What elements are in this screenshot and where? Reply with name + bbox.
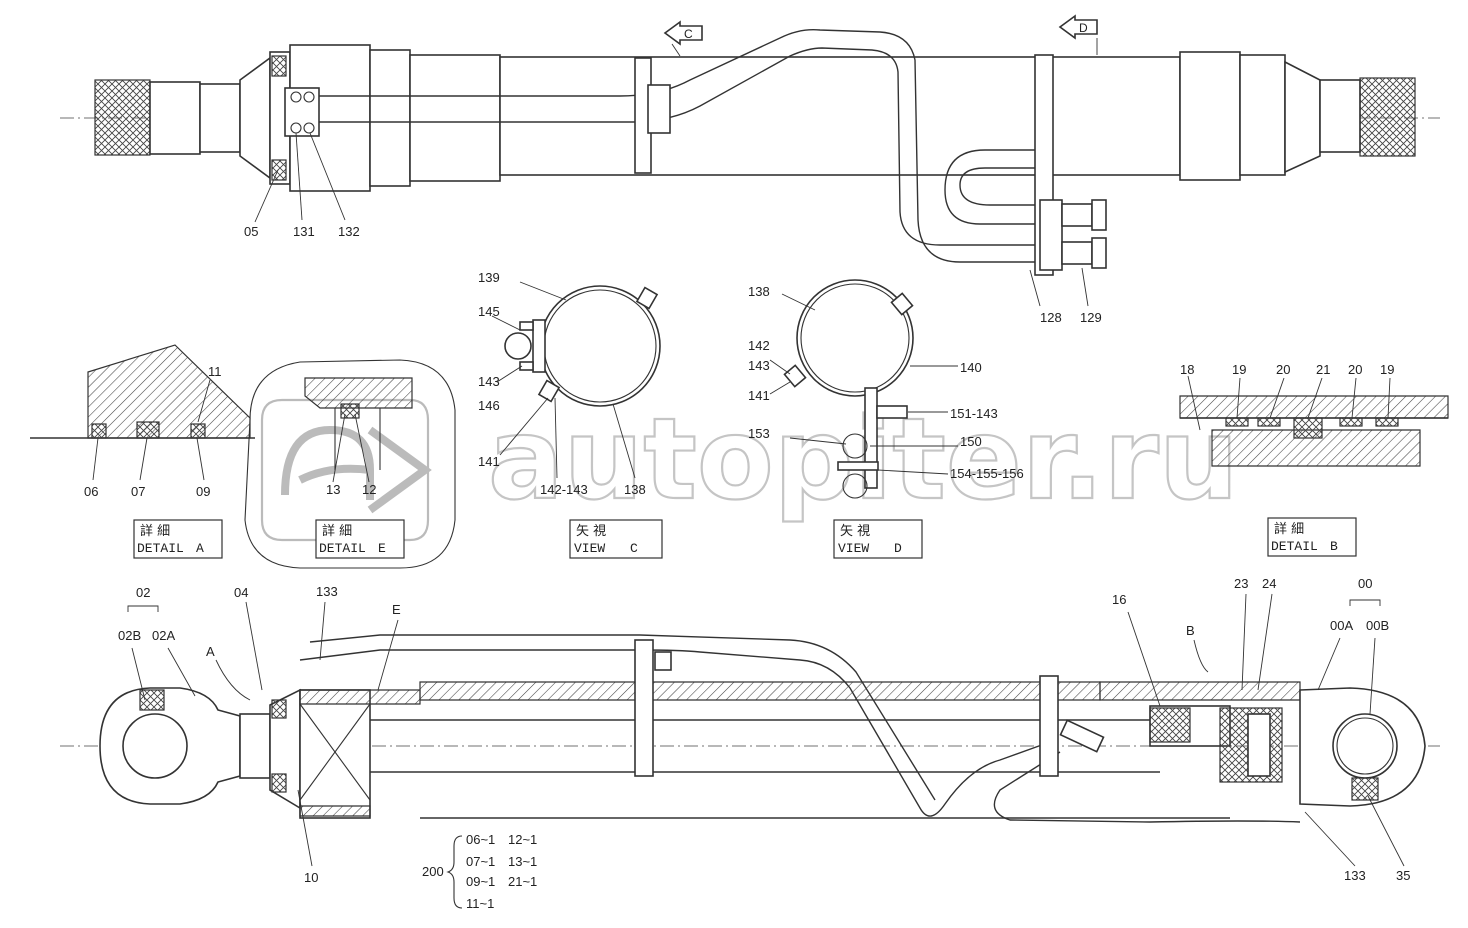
bottom-callout-10: 10 bbox=[304, 870, 318, 885]
view-c-callout-145: 145 bbox=[478, 304, 500, 319]
watermark: autopiter.ru bbox=[260, 394, 1240, 542]
view-d-caption-en: VIEW bbox=[838, 541, 869, 556]
view-d-callout-153: 153 bbox=[748, 426, 770, 441]
view-arrow-c: C bbox=[663, 20, 703, 57]
kit-number: 200 bbox=[422, 864, 444, 879]
bottom-callout-00a: 00A bbox=[1330, 618, 1353, 633]
view-arrow-d: D bbox=[1058, 14, 1098, 55]
bottom-callout-b: B bbox=[1186, 623, 1195, 638]
detail-a-caption-en: DETAIL bbox=[137, 541, 184, 556]
detail-a-callout-07: 07 bbox=[131, 484, 145, 499]
detail-b-caption-jp: 詳 細 bbox=[1274, 521, 1304, 537]
detail-a-callout-06: 06 bbox=[84, 484, 98, 499]
callout-05: 05 bbox=[244, 224, 258, 239]
bottom-callout-00: 00 bbox=[1358, 576, 1372, 591]
view-c-caption-box bbox=[569, 519, 663, 559]
view-d-callout-141: 141 bbox=[748, 388, 770, 403]
callout-128: 128 bbox=[1040, 310, 1062, 325]
bottom-callout-02a: 02A bbox=[152, 628, 175, 643]
view-c-caption-letter: C bbox=[630, 541, 638, 556]
bottom-callout-02b: 02B bbox=[118, 628, 141, 643]
kit-item: 07~1 bbox=[466, 854, 495, 869]
bottom-callout-e: E bbox=[392, 602, 401, 617]
detail-b-callout-20b: 20 bbox=[1348, 362, 1362, 377]
view-c-caption-en: VIEW bbox=[574, 541, 605, 556]
kit-item: 12~1 bbox=[508, 832, 537, 847]
view-c: 139 145 143 146 141 142-143 138 矢 視 VIEW… bbox=[478, 270, 663, 559]
detail-a-caption-box bbox=[133, 519, 223, 559]
view-d-callout-151-143: 151-143 bbox=[950, 406, 998, 421]
view-c-callout-141: 141 bbox=[478, 454, 500, 469]
detail-e-caption-en: DETAIL bbox=[319, 541, 366, 556]
detail-a-caption-letter: A bbox=[196, 541, 204, 556]
repair-kit-list: 200 06~1 12~1 07~1 13~1 09~1 21~1 11~1 bbox=[422, 832, 537, 911]
bottom-callout-a: A bbox=[206, 644, 215, 659]
watermark-text: autopiter.ru bbox=[488, 395, 1239, 525]
view-d-callout-138: 138 bbox=[748, 284, 770, 299]
view-d-caption-jp: 矢 視 bbox=[840, 524, 870, 539]
bottom-cylinder-view: 02 02B 02A A 04 133 E B 16 23 24 00 00A … bbox=[60, 576, 1440, 911]
detail-a-callout-11: 11 bbox=[208, 364, 222, 379]
view-c-callout-146: 146 bbox=[478, 398, 500, 413]
detail-b-caption-letter: B bbox=[1330, 539, 1338, 554]
callout-131: 131 bbox=[293, 224, 315, 239]
view-d-callout-154-155-156: 154-155-156 bbox=[950, 466, 1024, 481]
detail-b: 18 19 20 21 20 19 詳 細 DETAIL B bbox=[1179, 362, 1449, 557]
bottom-callout-00b: 00B bbox=[1366, 618, 1389, 633]
view-d-callout-142: 142 bbox=[748, 338, 770, 353]
kit-item: 11~1 bbox=[466, 896, 494, 911]
detail-b-callout-19b: 19 bbox=[1380, 362, 1394, 377]
watermark-logo-icon bbox=[260, 398, 432, 542]
kit-item: 06~1 bbox=[466, 832, 495, 847]
detail-e-caption-letter: E bbox=[378, 541, 386, 556]
bottom-callout-04: 04 bbox=[234, 585, 248, 600]
view-arrow-d-label: D bbox=[1079, 21, 1088, 35]
view-d-callout-150: 150 bbox=[960, 434, 982, 449]
view-c-caption-jp: 矢 視 bbox=[576, 524, 606, 539]
view-d-caption-letter: D bbox=[894, 541, 902, 556]
callout-132: 132 bbox=[338, 224, 360, 239]
bottom-callout-23: 23 bbox=[1234, 576, 1248, 591]
view-d-callout-143: 143 bbox=[748, 358, 770, 373]
bottom-callout-133b: 133 bbox=[1344, 868, 1366, 883]
detail-b-caption-box bbox=[1267, 517, 1357, 557]
detail-b-callout-21: 21 bbox=[1316, 362, 1330, 377]
detail-b-callout-20a: 20 bbox=[1276, 362, 1290, 377]
bottom-callout-16: 16 bbox=[1112, 592, 1126, 607]
detail-b-caption-en: DETAIL bbox=[1271, 539, 1318, 554]
detail-e-callout-13: 13 bbox=[326, 482, 340, 497]
callout-129: 129 bbox=[1080, 310, 1102, 325]
bottom-callout-24: 24 bbox=[1262, 576, 1276, 591]
view-c-callout-139: 139 bbox=[478, 270, 500, 285]
detail-b-callout-19a: 19 bbox=[1232, 362, 1246, 377]
detail-a-callout-09: 09 bbox=[196, 484, 210, 499]
bottom-callout-133a: 133 bbox=[316, 584, 338, 599]
top-cylinder-view: C D 05 131 132 128 129 bbox=[60, 14, 1440, 325]
detail-e-caption-jp: 詳 細 bbox=[322, 523, 352, 539]
view-arrow-c-label: C bbox=[684, 27, 693, 41]
bottom-callout-02: 02 bbox=[136, 585, 150, 600]
detail-a-caption-jp: 詳 細 bbox=[140, 523, 170, 539]
view-c-callout-138: 138 bbox=[624, 482, 646, 497]
view-d-callout-140: 140 bbox=[960, 360, 982, 375]
view-d-caption-box bbox=[833, 519, 923, 559]
detail-e-callout-12: 12 bbox=[362, 482, 376, 497]
kit-item: 21~1 bbox=[508, 874, 537, 889]
view-d: 138 142 143 141 140 151-143 153 150 154-… bbox=[748, 279, 1024, 559]
view-c-callout-143: 143 bbox=[478, 374, 500, 389]
kit-item: 13~1 bbox=[508, 854, 537, 869]
view-c-callout-142-143: 142-143 bbox=[540, 482, 588, 497]
detail-b-callout-18: 18 bbox=[1180, 362, 1194, 377]
detail-e-caption-box bbox=[315, 519, 405, 559]
detail-a: 11 06 07 09 詳 細 DETAIL A bbox=[30, 344, 255, 559]
detail-e: 13 12 詳 細 DETAIL E bbox=[244, 359, 456, 569]
kit-item: 09~1 bbox=[466, 874, 495, 889]
bottom-callout-35: 35 bbox=[1396, 868, 1410, 883]
